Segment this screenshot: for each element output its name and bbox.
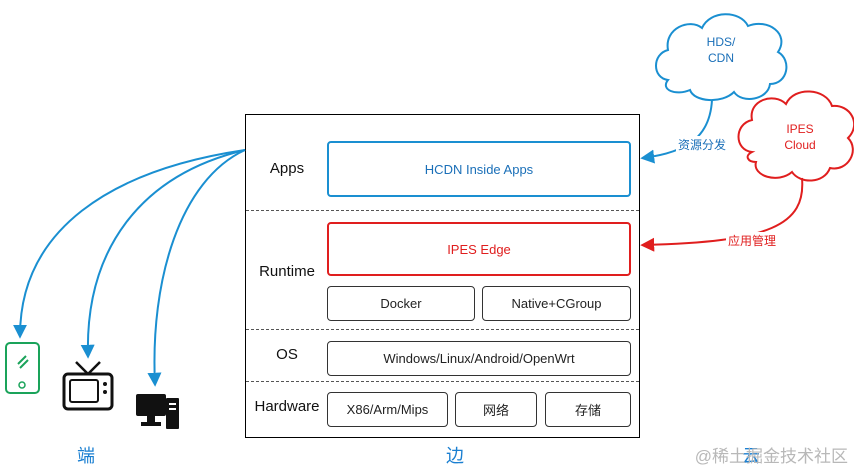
cloud-label: 云 — [742, 446, 760, 466]
edge-stack-frame — [245, 114, 640, 438]
device-arrows — [13, 149, 246, 387]
divider-runtime-os — [246, 329, 639, 330]
os-list-box: Windows/Linux/Android/OpenWrt — [327, 341, 631, 376]
phone-icon — [5, 342, 40, 394]
ipes-cloud-icon — [737, 90, 854, 182]
arrow-to-phone — [13, 149, 246, 339]
tv-icon — [62, 361, 114, 411]
storage-box: 存储 — [545, 392, 631, 427]
docker-box: Docker — [327, 286, 475, 321]
network-box: 网络 — [455, 392, 537, 427]
ipes-edge-box: IPES Edge — [327, 222, 631, 276]
layer-label-hardware: Hardware — [254, 398, 320, 415]
arrow-app-management — [640, 177, 804, 252]
app-management-label: 应用管理 — [726, 232, 779, 249]
hds-cdn-cloud-icon — [655, 13, 788, 101]
divider-os-hardware — [246, 381, 639, 382]
device-end-label: 端 — [77, 446, 95, 466]
layer-label-os: OS — [276, 346, 298, 363]
hds-cdn-label: HDS/ CDN — [706, 35, 736, 65]
edge-label: 边 — [446, 446, 464, 466]
cpu-arch-box: X86/Arm/Mips — [327, 392, 448, 427]
resource-distribution-label: 资源分发 — [676, 136, 729, 153]
divider-apps-runtime — [246, 210, 639, 211]
native-cgroup-box: Native+CGroup — [482, 286, 631, 321]
watermark: @稀土掘金技术社区 — [694, 447, 848, 466]
ipes-cloud-label: IPES Cloud — [784, 122, 816, 152]
layer-label-runtime: Runtime — [259, 263, 315, 280]
layer-label-apps: Apps — [269, 160, 305, 177]
arrow-to-desktop — [147, 149, 246, 387]
arrow-to-tv — [80, 149, 246, 359]
desktop-pc-icon — [136, 394, 179, 429]
hcdn-inside-apps-box: HCDN Inside Apps — [327, 141, 631, 197]
